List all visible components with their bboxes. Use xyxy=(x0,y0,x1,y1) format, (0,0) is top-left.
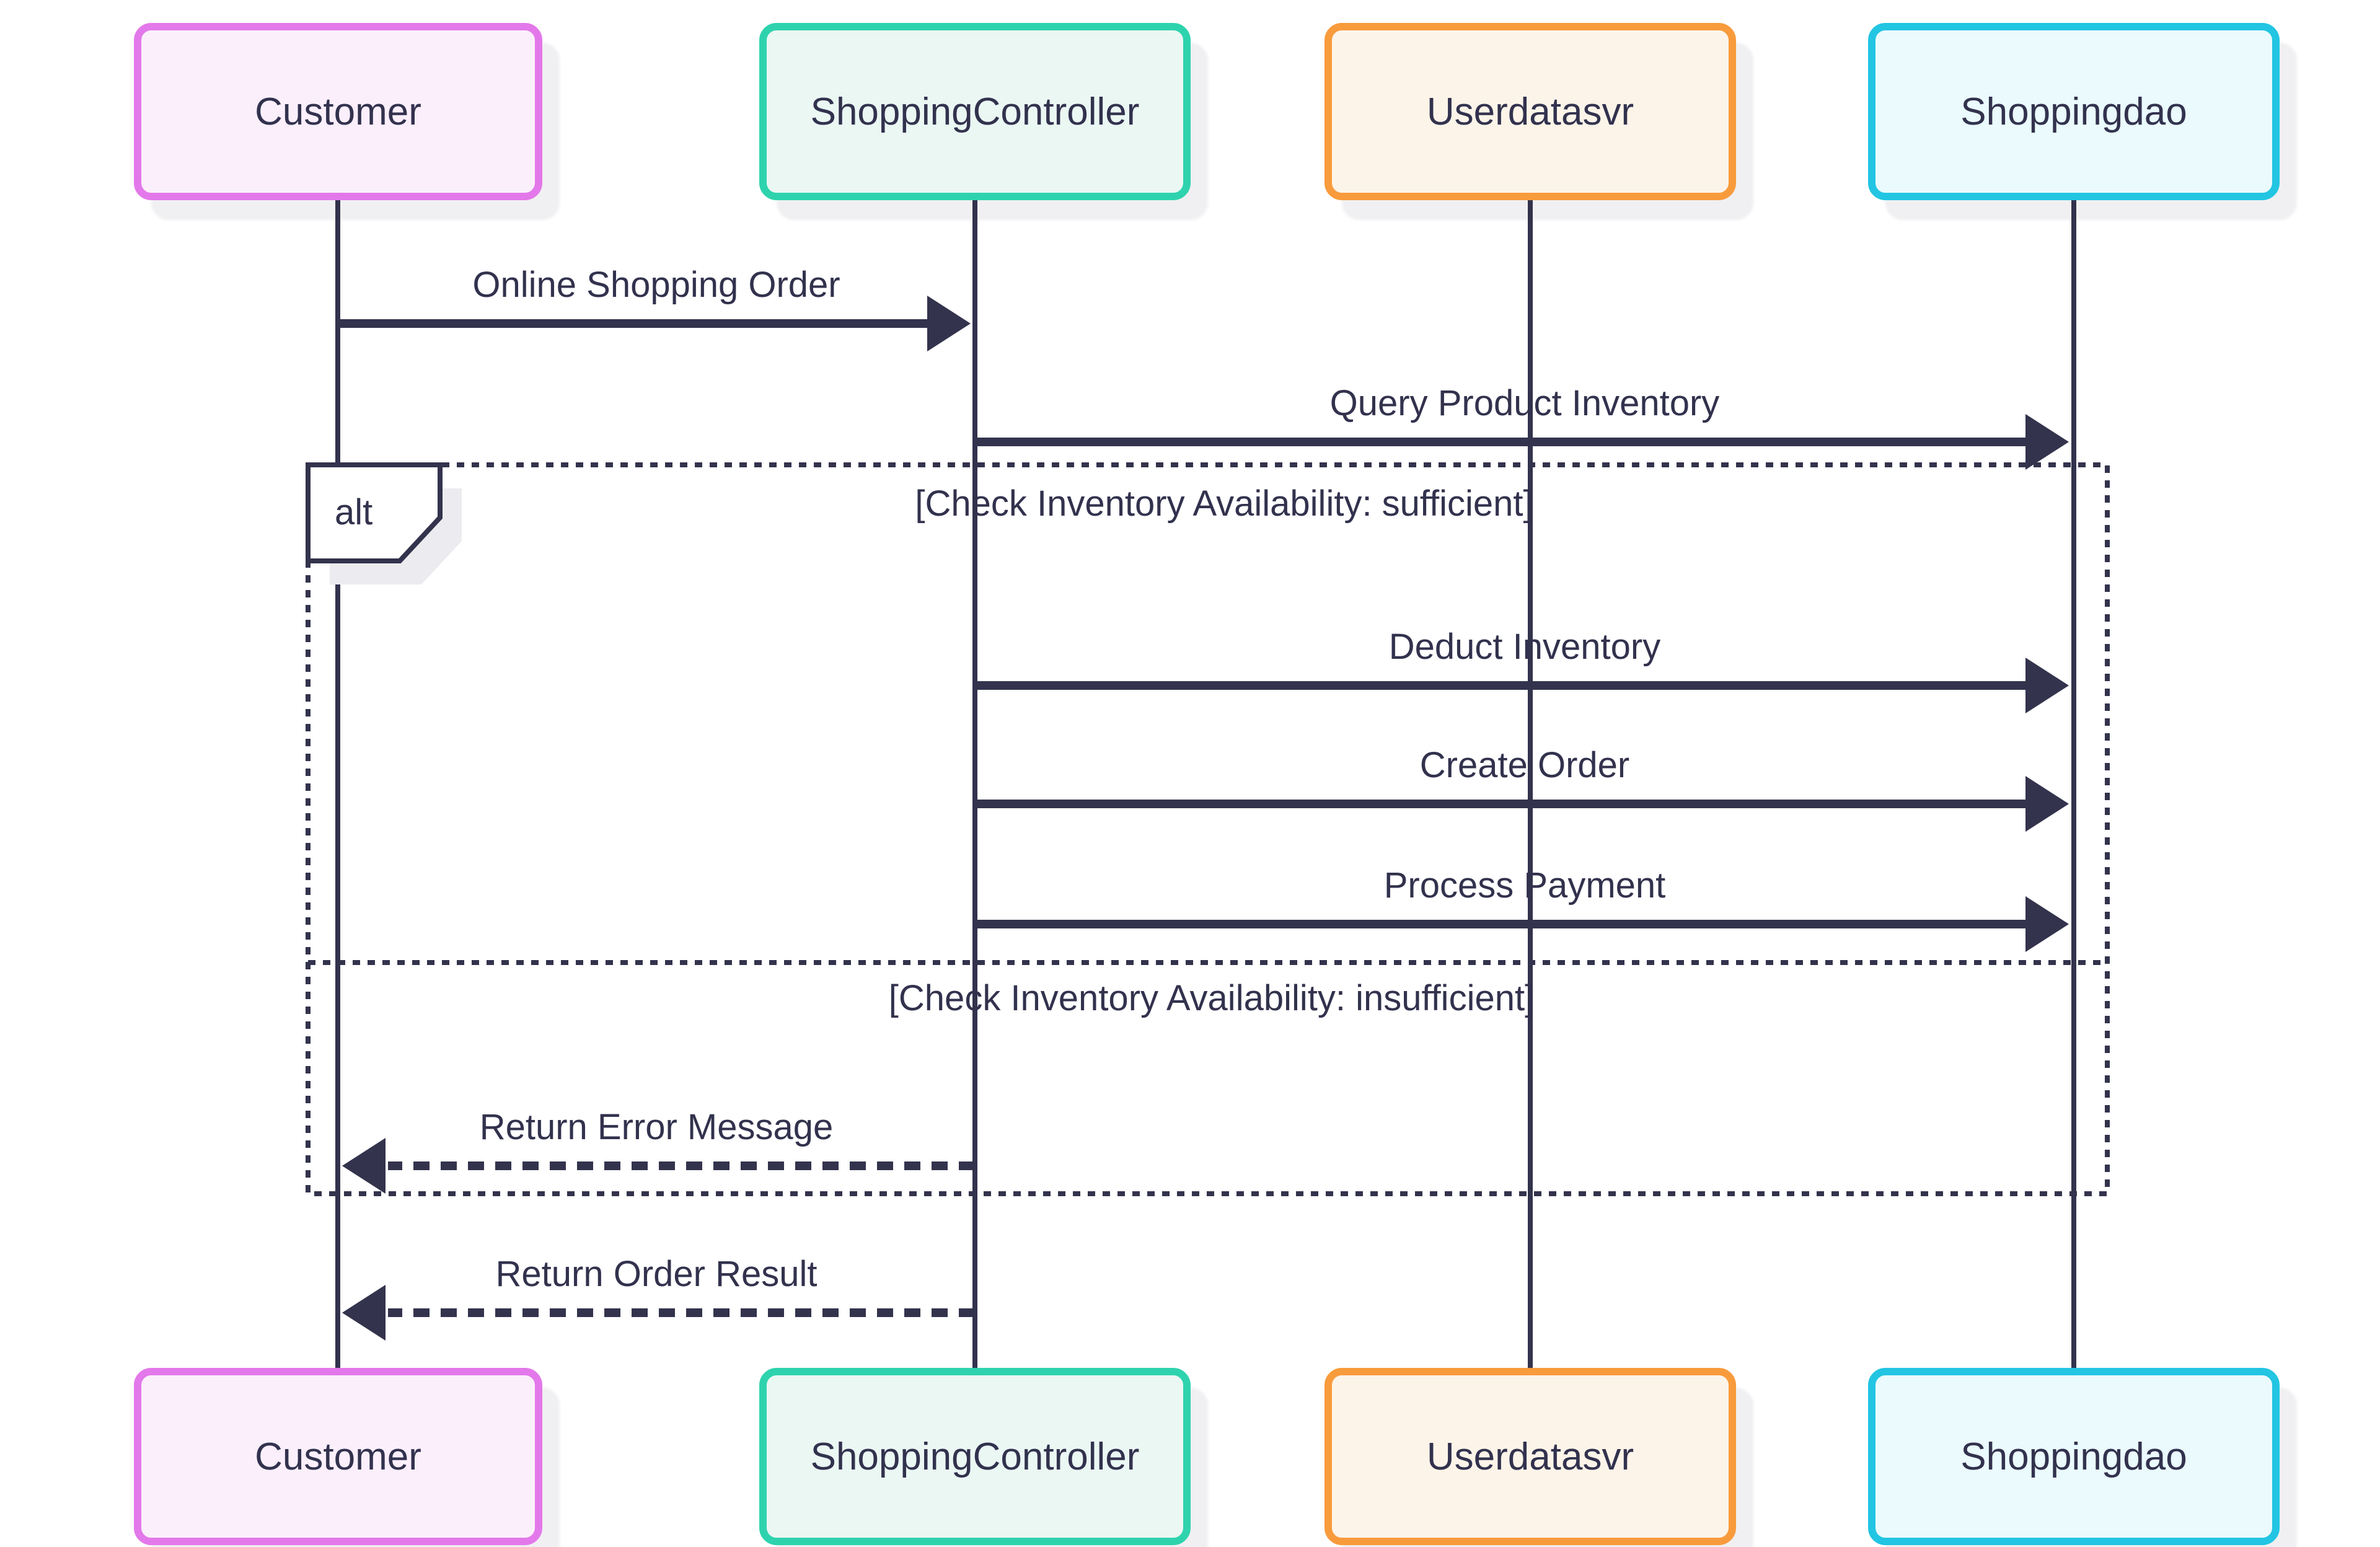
actor-box-customer-top: Customer xyxy=(134,23,542,200)
alt-label-box xyxy=(306,462,443,563)
actor-label-customer: Customer xyxy=(255,90,421,133)
message-label-return-error-message: Return Error Message xyxy=(479,1107,834,1147)
actor-label-shoppingcontroller: ShoppingController xyxy=(810,90,1140,133)
actor-box-shoppingdao-top: Shoppingdao xyxy=(1868,23,2280,200)
actor-box-customer-bottom: Customer xyxy=(134,1368,542,1545)
actor-label-userdatasvr: Userdatasvr xyxy=(1426,1435,1634,1478)
message-label-create-order: Create Order xyxy=(1419,745,1630,785)
alt-operator-label: alt xyxy=(335,492,373,532)
actor-box-userdatasvr-bottom: Userdatasvr xyxy=(1324,1368,1736,1545)
actor-box-shoppingdao-bottom: Shoppingdao xyxy=(1868,1368,2280,1545)
actor-label-shoppingdao: Shoppingdao xyxy=(1960,90,2187,133)
alt-fragment-frame xyxy=(306,462,2110,1196)
arrowhead-process-payment xyxy=(2025,896,2069,952)
arrowhead-query-product-inventory xyxy=(2025,414,2069,470)
actor-box-shoppingcontroller-bottom: ShoppingController xyxy=(759,1368,1191,1545)
actor-label-shoppingcontroller: ShoppingController xyxy=(810,1435,1140,1478)
message-label-online-shopping-order: Online Shopping Order xyxy=(472,265,840,305)
message-label-query-product-inventory: Query Product Inventory xyxy=(1329,383,1720,423)
actor-label-userdatasvr: Userdatasvr xyxy=(1426,90,1634,133)
guard-label-insufficient: [Check Inventory Availability: insuffici… xyxy=(888,978,1535,1018)
actor-box-shoppingcontroller-top: ShoppingController xyxy=(759,23,1191,200)
arrowhead-deduct-inventory xyxy=(2025,658,2069,713)
actor-box-userdatasvr-top: Userdatasvr xyxy=(1324,23,1736,200)
actor-label-customer: Customer xyxy=(255,1435,421,1478)
arrowhead-return-order-result xyxy=(342,1285,386,1341)
arrowhead-create-order xyxy=(2025,776,2069,832)
actor-label-shoppingdao: Shoppingdao xyxy=(1960,1435,2187,1478)
message-label-process-payment: Process Payment xyxy=(1383,865,1666,906)
guard-label-sufficient: [Check Inventory Availability: sufficien… xyxy=(915,483,1533,524)
message-label-return-order-result: Return Order Result xyxy=(495,1254,818,1294)
message-label-deduct-inventory: Deduct Inventory xyxy=(1388,627,1661,667)
arrowhead-online-shopping-order xyxy=(927,296,971,351)
arrowhead-return-error-message xyxy=(342,1138,386,1194)
